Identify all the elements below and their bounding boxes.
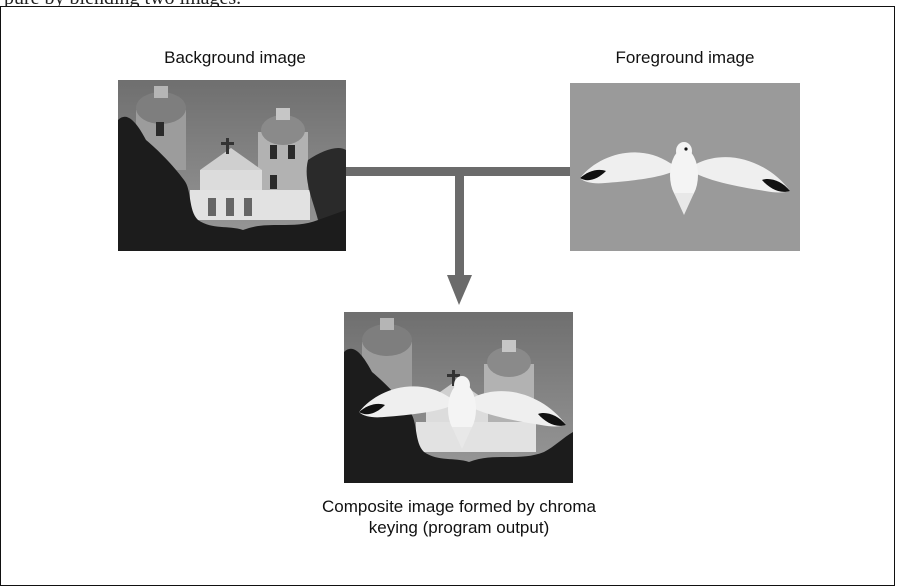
composite-image-label-line1: Composite image formed by chroma bbox=[321, 497, 596, 516]
foreground-image bbox=[570, 83, 800, 251]
vertical-connector-bar bbox=[455, 172, 464, 276]
background-image bbox=[118, 80, 346, 251]
composite-image bbox=[344, 312, 573, 483]
seagull-illustration bbox=[570, 83, 800, 251]
background-image-label: Background image bbox=[164, 48, 306, 67]
church-illustration bbox=[118, 80, 346, 251]
foreground-image-label: Foreground image bbox=[615, 48, 755, 67]
down-arrow-icon bbox=[447, 275, 472, 305]
clipped-caption-text: pure by blending two images. bbox=[0, 0, 898, 9]
composite-illustration bbox=[344, 312, 573, 483]
horizontal-connector-bar bbox=[346, 167, 570, 176]
composite-image-label-line2: keying (program output) bbox=[368, 518, 550, 537]
